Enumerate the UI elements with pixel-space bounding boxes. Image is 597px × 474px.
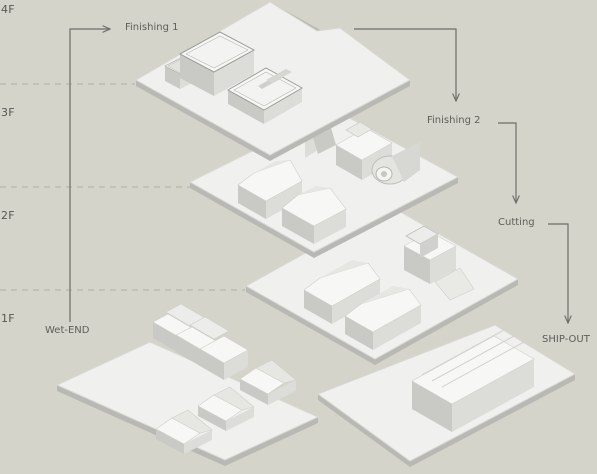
arrow-finishing1-to-finishing2: [354, 28, 456, 101]
floor-label-1f: 1F: [1, 312, 15, 325]
4f-finishing-block-a: [178, 31, 256, 96]
process-label-finishing1: Finishing 1: [125, 22, 179, 33]
arrow-wetend-to-finishing1: [69, 29, 110, 322]
process-label-finishing2: Finishing 2: [427, 115, 481, 126]
2f-hall-b: [344, 286, 422, 350]
1f-shipping-warehouse: [411, 329, 535, 432]
2f-cutting-machine: [403, 225, 475, 301]
1f-shed-c: [155, 409, 213, 454]
4f-finishing-block-b: [226, 67, 304, 124]
floor-guide-lines: [0, 83, 245, 291]
process-label-wet-end: Wet-END: [45, 325, 90, 336]
1f-shed-a: [239, 359, 297, 405]
storage-block-3: [199, 335, 249, 380]
floor-label-4f: 4F: [1, 3, 15, 16]
arrow-cutting-to-shipout: [548, 223, 568, 323]
3f-finishing-machinery: [305, 121, 420, 185]
floor-label-3f: 3F: [1, 106, 15, 119]
3f-hall-a: [237, 159, 303, 219]
process-label-cutting: Cutting: [498, 217, 535, 228]
arrow-finishing2-to-cutting: [498, 122, 516, 203]
process-flow-arrows: [69, 28, 568, 323]
storage-top-2: [189, 316, 230, 340]
1f-storage-cluster: [152, 303, 249, 380]
1f-shed-b: [197, 386, 255, 431]
2f-hall-a: [303, 260, 381, 324]
floor-label-2f: 2F: [1, 209, 15, 222]
process-label-ship-out: SHIP-OUT: [542, 334, 590, 345]
3f-hall-b: [281, 186, 347, 244]
